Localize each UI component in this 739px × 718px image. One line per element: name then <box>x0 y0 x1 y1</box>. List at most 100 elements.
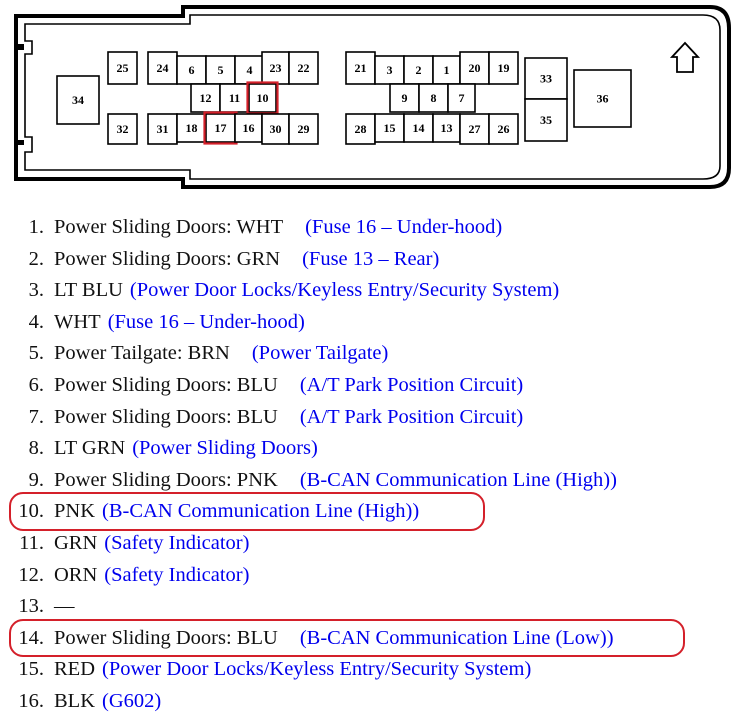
pin-cavity-34 <box>56 75 100 125</box>
pin-entry: Power Sliding Doors: GRN(Fuse 13 – Rear) <box>54 244 439 276</box>
pin-entry: Power Sliding Doors: BLU(A/T Park Positi… <box>54 402 523 434</box>
pin-label: 34 <box>72 93 84 107</box>
pin-label: 22 <box>298 61 310 75</box>
pin-entry: BLK(G602) <box>54 686 161 718</box>
pin-label: 9 <box>402 91 408 105</box>
list-item: 7. Power Sliding Doors: BLU(A/T Park Posi… <box>0 402 739 434</box>
pin-label: 32 <box>117 122 129 136</box>
list-item: 5. Power Tailgate: BRN (Power Tailgate) <box>0 338 739 370</box>
pin-label: 7 <box>459 91 465 105</box>
pin-number: 11. <box>19 531 44 554</box>
pin-label: 16 <box>243 121 255 135</box>
wire-color: Power Sliding Doors: BLU <box>54 373 278 396</box>
wire-color: Power Tailgate: BRN <box>54 342 230 365</box>
circuit-description: (Power Door Locks/Keyless Entry/Security… <box>102 658 532 681</box>
pin-label: 11 <box>229 91 240 105</box>
pin-number: 2. <box>28 247 44 270</box>
list-item: 16. BLK(G602) <box>0 686 739 718</box>
pin-description-list: 1. Power Sliding Doors: WHT (Fuse 16 – Und… <box>0 212 739 718</box>
pin-label: 3 <box>387 63 393 77</box>
connector-housing-outer <box>14 5 731 189</box>
pin-cavity-10 <box>248 83 277 113</box>
pin-label: 28 <box>355 122 367 136</box>
circuit-description: (A/T Park Position Circuit) <box>299 373 524 396</box>
pin-entry: Power Sliding Doors: BLU (A/T Park Positi… <box>54 370 523 402</box>
pin-number: 4. <box>28 310 44 333</box>
pin-entry: WHT (Fuse 16 – Under-hood) <box>54 307 305 339</box>
pin-cavity-4 <box>234 55 265 85</box>
pin-label: 2 <box>416 63 422 77</box>
circuit-description: (Safety Indicator) <box>104 563 250 586</box>
list-item: 13.— <box>0 591 739 623</box>
list-item: 12. ORN (Safety Indicator) <box>0 560 739 592</box>
circuit-description: (B-CAN Communication Line (High)) <box>299 468 617 491</box>
pin-entry: LT BLU(Power Door Locks/Keyless Entry/Se… <box>54 275 559 307</box>
wire-color: GRN <box>54 531 98 554</box>
pin-cavity-13 <box>432 113 461 143</box>
pin-entry: RED(Power Door Locks/Keyless Entry/Secur… <box>54 654 531 686</box>
pin-number: 15. <box>18 658 44 681</box>
pin-entry: Power Sliding Doors: BLU(B-CAN Communica… <box>54 623 614 655</box>
pin-cavity-22 <box>288 51 319 85</box>
pin-entry: GRN(Safety Indicator) <box>54 528 249 560</box>
pin-cavity-5 <box>205 55 236 85</box>
pin-cavity-25 <box>107 51 138 85</box>
wire-color: Power Sliding Doors: WHT <box>54 216 284 238</box>
pin-number: 5. <box>28 342 44 365</box>
circuit-description: (Power Tailgate) <box>251 342 389 365</box>
wire-color: ORN <box>54 563 98 586</box>
pin-label: 29 <box>298 122 310 136</box>
pin-label: 27 <box>469 122 481 136</box>
pin-label: 19 <box>498 61 510 75</box>
pin-entry: PNK(B-CAN Communication Line (High)) <box>54 496 419 528</box>
pin-number: 10. <box>18 500 44 523</box>
pin-number: 1. <box>28 216 44 238</box>
pin-label: 31 <box>157 122 169 136</box>
pin-number: 12. <box>18 563 44 586</box>
pin-cavity-24 <box>147 51 178 85</box>
pin-label: 25 <box>117 61 129 75</box>
list-item: 8.LT GRN(Power Sliding Doors) <box>0 433 739 465</box>
pin-number: 6. <box>28 373 44 396</box>
wire-color: LT GRN <box>54 437 126 460</box>
wire-color: BLK <box>54 689 95 712</box>
pin-number: 13. <box>18 595 44 618</box>
list-item: 2. Power Sliding Doors: GRN(Fuse 13 – Rea… <box>0 244 739 276</box>
list-item: 11. GRN(Safety Indicator) <box>0 528 739 560</box>
pin-label: 26 <box>498 122 510 136</box>
pin-entry: Power Tailgate: BRN (Power Tailgate) <box>54 338 388 370</box>
pin-label: 20 <box>469 61 481 75</box>
pin-number: 7. <box>28 405 44 428</box>
pin-label: 12 <box>200 91 212 105</box>
wire-color: WHT <box>54 310 101 333</box>
pin-cavity-8 <box>418 83 449 113</box>
list-item: 9.Power Sliding Doors: PNK(B-CAN Communi… <box>0 465 739 497</box>
pin-cavity-19 <box>488 51 519 85</box>
list-item: 6. Power Sliding Doors: BLU (A/T Park Posi… <box>0 370 739 402</box>
pin-cavity-30 <box>261 113 290 145</box>
pin-cavity-33 <box>524 57 568 100</box>
circuit-description: (Fuse 16 – Under-hood) <box>107 310 305 333</box>
pin-label: 33 <box>540 72 552 86</box>
pin-label: 10 <box>257 91 269 105</box>
pin-cavity-21 <box>345 51 376 85</box>
pin-label: 24 <box>157 61 169 75</box>
pin-number: 16. <box>18 689 44 712</box>
pin-cavity-29 <box>288 113 319 145</box>
list-item: 15. RED(Power Door Locks/Keyless Entry/Se… <box>0 654 739 686</box>
circuit-description: (Fuse 16 – Under-hood) <box>305 216 503 238</box>
pin-cavity-26 <box>488 113 519 145</box>
pin-label: 17 <box>215 121 227 135</box>
pin-entry: ORN (Safety Indicator) <box>54 560 249 592</box>
circuit-description: (B-CAN Communication Line (Low)) <box>299 626 614 649</box>
pin-cavity-17 <box>205 113 236 143</box>
wire-color: Power Sliding Doors: BLU <box>54 405 278 428</box>
circuit-description: (B-CAN Communication Line (High)) <box>102 500 420 523</box>
list-item: 3.LT BLU(Power Door Locks/Keyless Entry/… <box>0 275 739 307</box>
pin-entry: Power Sliding Doors: WHT (Fuse 16 – Under… <box>54 212 502 244</box>
pin-number: 9. <box>28 468 44 491</box>
list-item: 10. PNK(B-CAN Communication Line (High)) <box>0 496 739 528</box>
pin-cavity-35 <box>524 98 568 142</box>
pin-number: 14. <box>18 626 44 649</box>
